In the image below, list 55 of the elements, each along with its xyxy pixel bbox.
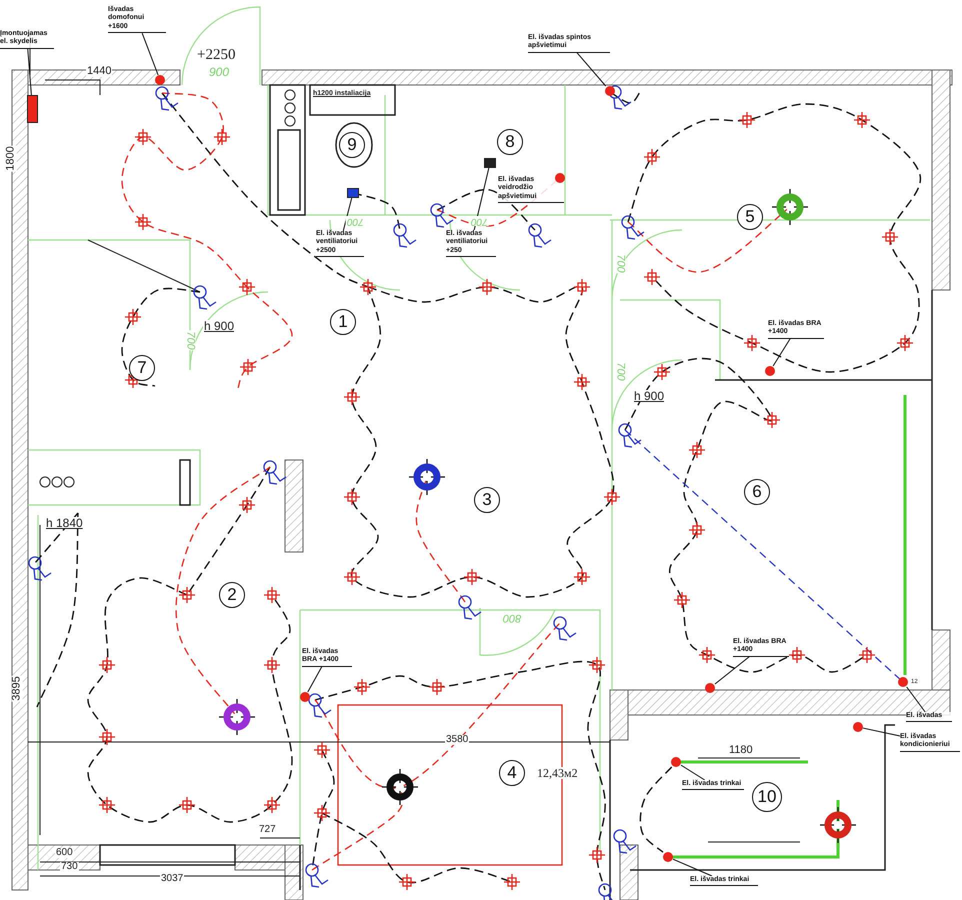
dimension-text: 1180 [728,745,754,756]
dimension-text: 700 [184,330,196,351]
outlet-dot [853,722,863,732]
leader-line [862,728,900,736]
outlet-dot [663,852,673,862]
leader-line [714,656,750,685]
dimension-text: 730 [60,862,79,872]
dimension-text: h 900 [633,390,666,402]
leader-line [906,686,926,712]
panel-box [27,95,38,123]
dimension-text: 3895 [12,675,23,702]
room-number: 9 [339,132,365,158]
dimension-text: 727 [258,825,277,835]
room-number: 6 [744,479,770,505]
dimension-text: 3580 [445,735,470,745]
dimension-text: 600 [55,848,74,858]
room-number: 10 [752,782,782,812]
leader-line [576,52,606,86]
dimension-text: 1800 [6,145,17,172]
room-number: 5 [737,204,763,230]
dimension-text: 700 [470,216,489,226]
dimension-text: 700 [614,361,626,382]
leader-line [27,48,32,96]
room-number: 1 [330,309,356,335]
room-number: 4 [499,760,525,786]
leader-line [142,32,159,76]
outlet-dot [705,683,715,693]
leader-line [307,666,322,692]
outlet-dot [300,692,310,702]
dimension-text: h 1840 [45,517,84,529]
leader-line [672,858,712,876]
fan-symbol [484,158,496,168]
room-number: 8 [497,129,523,155]
dimension-text: 700 [346,216,365,226]
dimension-text: 12,43м2 [536,767,579,779]
outlet-dot [898,677,908,687]
room-number: 2 [219,582,245,608]
outlet-dot [555,173,565,183]
outlet-dot [605,86,615,96]
dimension-text: 3037 [160,874,184,884]
leader-line [680,764,706,780]
dimension-text: 1440 [86,66,112,77]
outlet-dot [671,757,681,767]
leader-line [474,168,490,230]
outlet-dot [765,366,775,376]
fan-symbol [347,188,359,198]
dimension-text: 800 [502,612,522,623]
room-number: 3 [474,487,500,513]
dimension-text: 900 [208,66,230,78]
dimension-text: 700 [614,253,626,274]
wiring-line [640,766,672,853]
leader-line [343,198,352,230]
leader-line [772,338,791,366]
room-number: 7 [129,355,155,381]
dimension-text: h 900 [203,320,236,332]
